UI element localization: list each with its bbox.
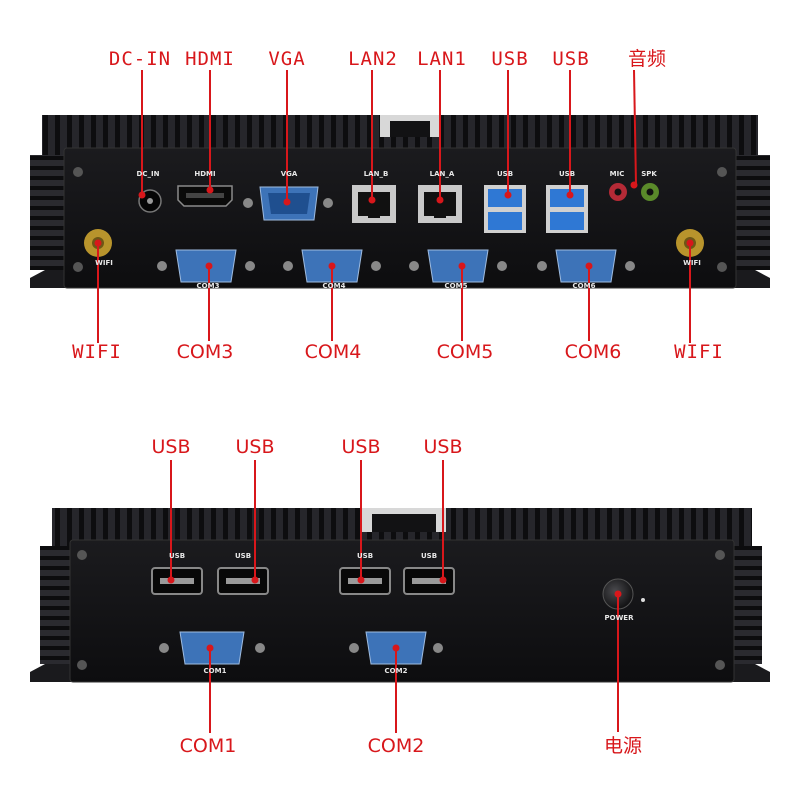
- audio-jacks: [609, 183, 659, 201]
- callout-usb-4: USB: [423, 436, 463, 458]
- panel-label-usb-b: USB: [558, 170, 576, 178]
- callout-hdmi: HDMI: [185, 48, 235, 70]
- callout-wifi-left: WIFI: [72, 341, 122, 363]
- callout-com5: COM5: [436, 341, 494, 363]
- leader-dot: [206, 644, 214, 652]
- callout-audio: 音频: [627, 48, 667, 70]
- leader-dot: [357, 576, 365, 584]
- leader-usb3: [360, 460, 362, 580]
- leader-usb2: [254, 460, 256, 580]
- callout-usb-b: USB: [552, 48, 590, 70]
- panel-label-com1: COM1: [203, 667, 227, 675]
- leader-lan2: [371, 70, 373, 200]
- leader-dot: [251, 576, 259, 584]
- callout-com2: COM2: [367, 735, 425, 757]
- leader-dot: [206, 186, 214, 194]
- panel-label-wifi-left: WIFI: [95, 259, 113, 267]
- panel-label-com6: COM6: [572, 282, 596, 290]
- leader-dot: [138, 191, 146, 199]
- panel-label-com2: COM2: [384, 667, 408, 675]
- leader-dcin: [141, 70, 143, 195]
- leader-dot: [630, 181, 638, 189]
- leader-dot: [566, 191, 574, 199]
- leader-wifi-right: [689, 243, 691, 343]
- leader-lan1: [439, 70, 441, 200]
- panel-label-usb-3: USB: [356, 552, 374, 560]
- leader-dot: [439, 576, 447, 584]
- callout-lan1: LAN1: [417, 48, 467, 70]
- leader-dot: [504, 191, 512, 199]
- leader-dot: [436, 196, 444, 204]
- panel-label-usb-4: USB: [420, 552, 438, 560]
- panel-label-dc-in: DC_IN: [136, 170, 160, 178]
- callout-usb-1: USB: [151, 436, 191, 458]
- callout-usb-3: USB: [341, 436, 381, 458]
- leader-com5: [461, 266, 463, 341]
- panel-label-wifi-right: WIFI: [683, 259, 701, 267]
- callout-usb-a: USB: [491, 48, 529, 70]
- panel-label-power: POWER: [604, 614, 634, 622]
- panel-label-com4: COM4: [322, 282, 346, 290]
- panel-label-usb-a: USB: [496, 170, 514, 178]
- leader-vga: [286, 70, 288, 202]
- leader-dot: [167, 576, 175, 584]
- panel-label-hdmi: HDMI: [194, 170, 216, 178]
- leader-com1: [209, 648, 211, 733]
- panel-label-lan-b: LAN_B: [363, 170, 389, 178]
- panel-label-mic: MIC: [609, 170, 625, 178]
- leader-power: [617, 594, 619, 732]
- leader-dot: [368, 196, 376, 204]
- bottom-unit-screws: [77, 550, 725, 670]
- leader-dot: [686, 239, 694, 247]
- leader-dot: [328, 262, 336, 270]
- leader-dot: [614, 590, 622, 598]
- usb-ports-bottom: [151, 567, 455, 595]
- leader-dot: [392, 644, 400, 652]
- callout-com6: COM6: [564, 341, 622, 363]
- hdmi-port: [177, 185, 233, 207]
- callout-lan2: LAN2: [348, 48, 398, 70]
- leader-dot: [585, 262, 593, 270]
- leader-dot: [458, 262, 466, 270]
- callout-wifi-right: WIFI: [674, 341, 724, 363]
- leader-wifi-left: [97, 243, 99, 343]
- panel-label-spk: SPK: [641, 170, 657, 178]
- callout-power: 电源: [603, 735, 643, 757]
- usb-stack-b: [546, 185, 588, 233]
- callout-usb-2: USB: [235, 436, 275, 458]
- leader-dot: [94, 239, 102, 247]
- lan-b-port: [352, 185, 396, 223]
- panel-label-lan-a: LAN_A: [429, 170, 455, 178]
- panel-label-com3: COM3: [196, 282, 220, 290]
- leader-com6: [588, 266, 590, 341]
- callout-com4: COM4: [304, 341, 362, 363]
- leader-usb1: [170, 460, 172, 580]
- leader-usb-a: [507, 70, 509, 195]
- callout-com3: COM3: [176, 341, 234, 363]
- leader-com4: [331, 266, 333, 341]
- leader-hdmi: [209, 70, 211, 190]
- panel-label-usb-1: USB: [168, 552, 186, 560]
- callout-dc-in: DC-IN: [108, 48, 172, 70]
- leader-usb4: [442, 460, 444, 580]
- callout-vga: VGA: [268, 48, 306, 70]
- leader-usb-b: [569, 70, 571, 195]
- leader-dot: [283, 198, 291, 206]
- leader-com2: [395, 648, 397, 733]
- callout-com1: COM1: [179, 735, 237, 757]
- top-unit-screws: [73, 167, 727, 272]
- panel-label-com5: COM5: [444, 282, 468, 290]
- panel-label-vga: VGA: [280, 170, 298, 178]
- leader-dot: [205, 262, 213, 270]
- panel-label-usb-2: USB: [234, 552, 252, 560]
- leader-com3: [208, 266, 210, 341]
